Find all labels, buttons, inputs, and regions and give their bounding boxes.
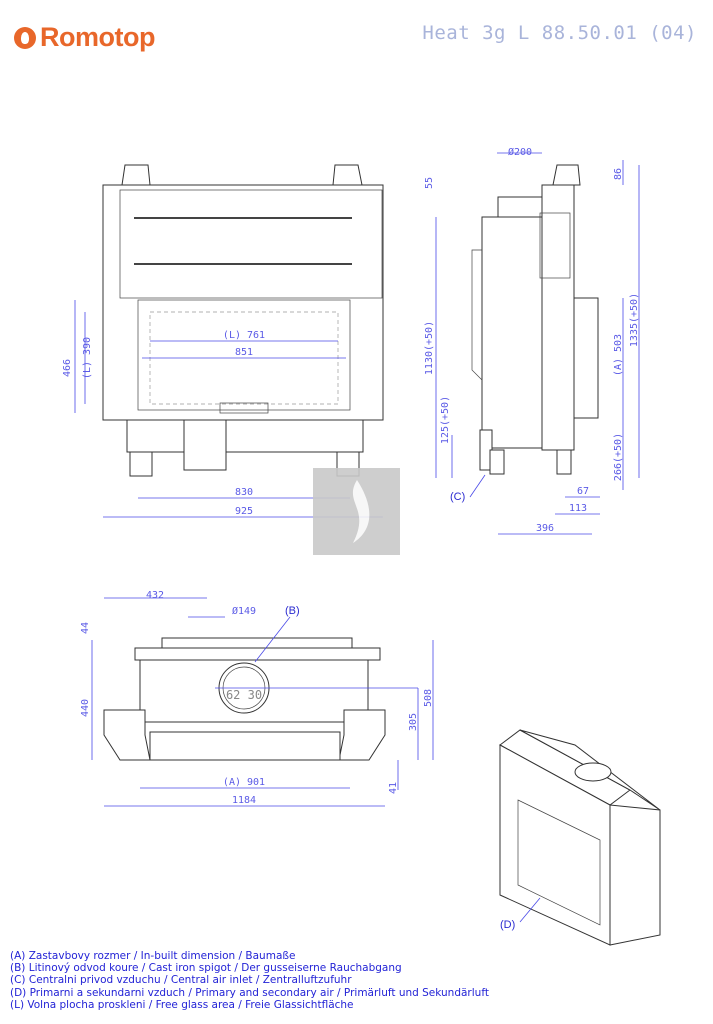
front-view: 466 (L) 390 (L) 761 851 830 925 xyxy=(62,164,384,518)
dim-1130: 1130(+50) xyxy=(424,321,435,375)
dim-a503: (A) 503 xyxy=(613,334,624,376)
legend-item-a: (A) Zastavbovy rozmer / In-built dimensi… xyxy=(10,950,296,962)
legend: (A) Zastavbovy rozmer / In-built dimensi… xyxy=(10,950,489,1011)
legend-item-l: (L) Volna plocha proskleni / Free glass … xyxy=(10,998,354,1011)
legend-item-d: (D) Primarni a sekundarni vzduch / Prima… xyxy=(10,986,489,999)
flame-icon xyxy=(352,480,370,543)
romotop-logo: Romotop xyxy=(14,22,155,53)
dim-a901: (A) 901 xyxy=(223,777,265,788)
dim-d200: Ø200 xyxy=(508,146,532,158)
dim-1184: 1184 xyxy=(232,795,256,806)
dim-266: 266(+50) xyxy=(613,433,624,481)
legend-item-c: (C) Centralni privod vzduchu / Central a… xyxy=(10,974,352,987)
dim-113: 113 xyxy=(569,503,587,514)
dim-851: 851 xyxy=(235,347,253,358)
dim-l761: (L) 761 xyxy=(223,330,265,341)
dim-44: 44 xyxy=(80,622,91,634)
spigot-inner-label: 62 30 xyxy=(226,688,262,702)
brand-name: Romotop xyxy=(40,22,155,52)
dim-508: 508 xyxy=(423,689,434,707)
flame-logo-icon xyxy=(14,26,36,49)
dim-d149: Ø149 xyxy=(232,605,256,617)
dim-55: 55 xyxy=(424,177,435,189)
side-view: Ø200 55 86 1130(+50) 1335(+50) (A) 503 1… xyxy=(424,146,640,535)
dim-1335: 1335(+50) xyxy=(629,293,640,347)
callout-b: (B) xyxy=(285,605,300,617)
dim-67: 67 xyxy=(577,486,589,497)
isometric-view: (D) xyxy=(499,729,661,946)
watermark-flame xyxy=(313,468,400,555)
dim-l390: (L) 390 xyxy=(82,337,93,379)
top-view: 432 Ø149 44 440 508 305 41 (A) 901 1184 … xyxy=(80,590,434,807)
callout-d: (D) xyxy=(500,919,515,931)
dim-305: 305 xyxy=(408,713,419,731)
dim-432: 432 xyxy=(146,590,164,601)
dim-86: 86 xyxy=(613,168,624,180)
dim-466: 466 xyxy=(62,359,73,377)
document-title: Heat 3g L 88.50.01 (04) xyxy=(422,22,697,44)
dim-830: 830 xyxy=(235,487,253,498)
dim-925: 925 xyxy=(235,506,253,517)
dim-125: 125(+50) xyxy=(440,396,451,444)
callout-c: (C) xyxy=(450,491,465,503)
dim-41: 41 xyxy=(388,782,399,794)
dim-440: 440 xyxy=(80,699,91,717)
dim-396: 396 xyxy=(536,523,554,534)
legend-item-b: (B) Litinový odvod koure / Cast iron spi… xyxy=(10,962,402,975)
